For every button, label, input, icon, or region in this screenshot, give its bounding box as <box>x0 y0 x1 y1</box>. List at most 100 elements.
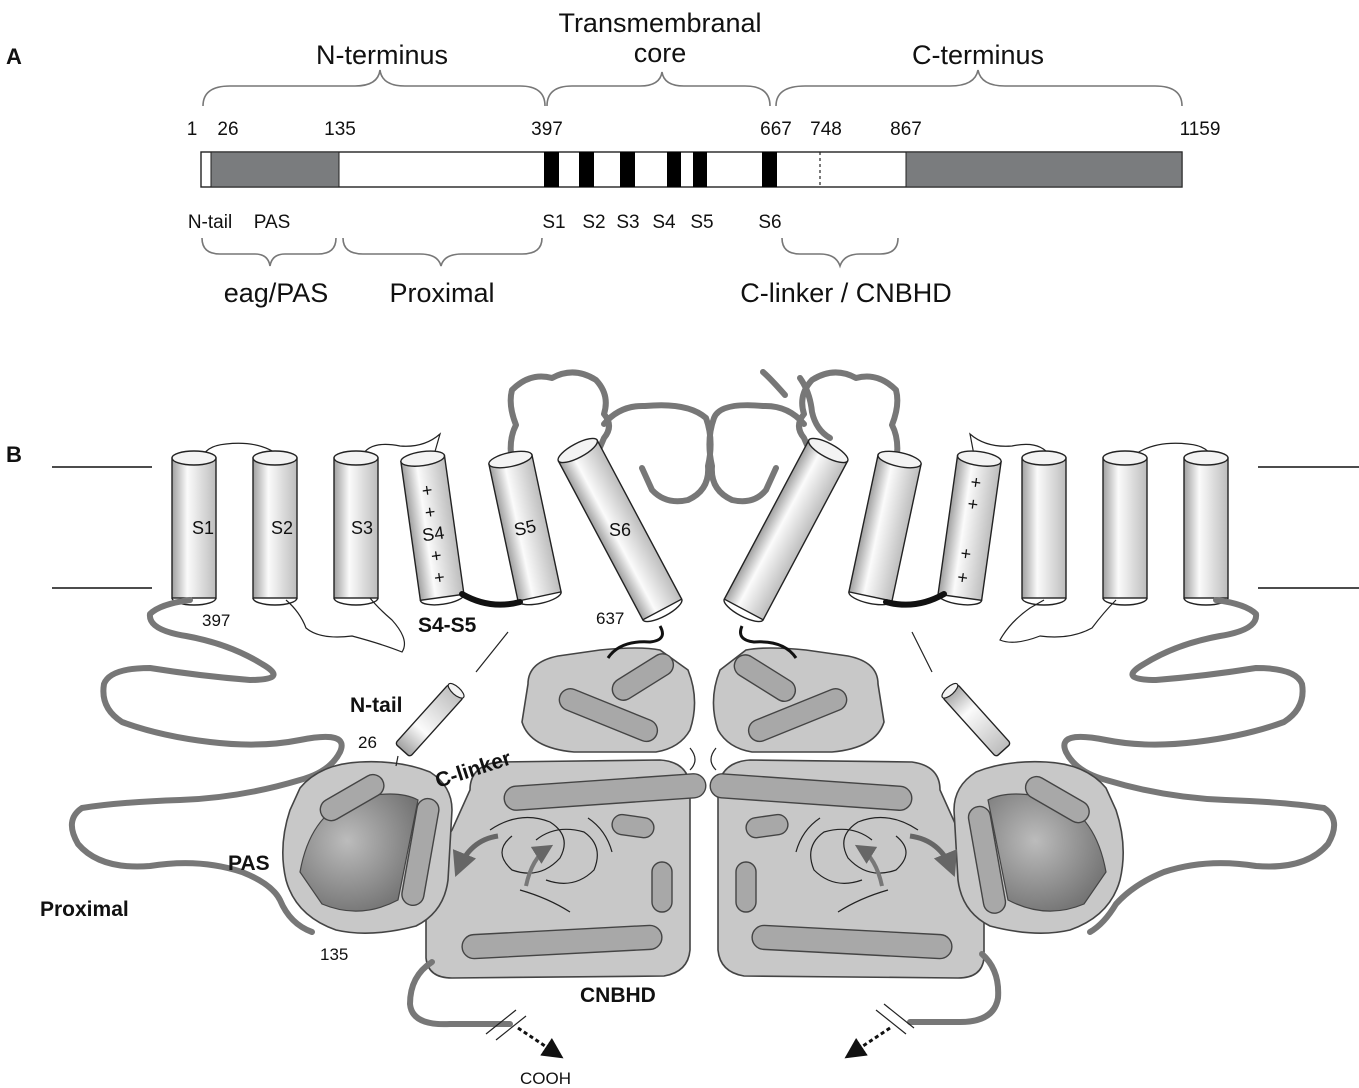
loop-s3-s4-right <box>969 432 1051 457</box>
n-tail-helix-right <box>941 682 1011 757</box>
s4-s5-label: S4-S5 <box>418 614 477 637</box>
cnbhd-small-arrow-right <box>854 844 884 887</box>
s3-label: S3 <box>351 518 373 538</box>
eag-pas-brace <box>201 237 337 267</box>
number-637: 637 <box>596 609 624 628</box>
helix-s1-left: S1 <box>171 450 217 606</box>
n-terminus-label: N-terminus <box>316 40 448 70</box>
c-terminal-domain-block <box>905 151 1183 188</box>
s1-segment-label: S1 <box>542 212 565 233</box>
charge-s4-left-3: + <box>430 545 443 566</box>
break-mark-left-2 <box>495 1015 527 1041</box>
charge-s4-left-4: + <box>433 567 446 588</box>
pas-sheet-left <box>299 793 419 912</box>
cooh-label: COOH <box>520 1069 571 1088</box>
beta-roll-left <box>489 816 613 913</box>
position-867: 867 <box>890 119 922 140</box>
s5-segment-label: S5 <box>690 212 713 233</box>
n-terminus-brace <box>202 69 546 107</box>
position-1159: 1159 <box>1180 119 1221 140</box>
s1-block <box>544 152 559 187</box>
cnbhd-helix-left-vertical <box>651 861 673 913</box>
pore-loop-right <box>706 369 901 505</box>
s5-loop-right <box>797 375 833 441</box>
proximal-domain-label: Proximal <box>389 278 494 308</box>
cnbhd-helix-right-small <box>745 813 789 839</box>
charge-s4-right-1: + <box>969 472 982 493</box>
clinker-helix-left-1 <box>611 653 675 701</box>
proximal-loop-right <box>1061 597 1337 935</box>
cnbhd-curved-arrow-right <box>909 833 958 877</box>
n-tail-helix-left <box>395 682 465 757</box>
cnbhd-small-arrow-left <box>524 844 554 887</box>
charge-s4-right-3: + <box>959 543 972 564</box>
position-26: 26 <box>217 119 238 140</box>
c-linker-cnbhd-brace <box>781 237 899 269</box>
panel-b-label: B <box>6 442 22 467</box>
s6-clinker-link-left <box>606 625 664 659</box>
s3-segment-label: S3 <box>616 212 639 233</box>
pas-domain-block <box>210 151 340 188</box>
n-tail-segment-label: N-tail <box>188 212 232 233</box>
c-linker-cnbhd-label: C-linker / CNBHD <box>740 278 952 308</box>
pas-label: PAS <box>228 852 270 875</box>
beta-roll-right <box>795 816 919 913</box>
s3-block <box>620 152 635 187</box>
helix-s2-right <box>1102 450 1148 606</box>
s1-label: S1 <box>192 518 214 538</box>
number-135: 135 <box>320 945 348 964</box>
loop-s2-s3-right <box>999 599 1117 643</box>
helix-s4-left: + + S4 + + <box>400 450 465 606</box>
charge-s4-left-1: + <box>421 480 434 501</box>
helix-s6-left: S6 <box>557 437 683 623</box>
n-tail-strand-left <box>475 631 509 673</box>
pas-sheet-right <box>987 793 1107 912</box>
pas-segment-label: PAS <box>254 212 291 233</box>
clinker-cnbhd-link-right <box>710 747 717 771</box>
s5-label: S5 <box>512 516 538 540</box>
cnbhd-label: CNBHD <box>580 984 656 1007</box>
charge-s4-right-2: + <box>966 494 979 515</box>
helix-s3-left: S3 <box>333 450 379 606</box>
loop-s2-s3-left <box>285 597 405 653</box>
s4-s5-linker-right <box>883 591 947 608</box>
position-397: 397 <box>531 119 563 140</box>
pas-helix-left-1 <box>319 773 385 822</box>
s4-block <box>667 152 681 187</box>
s4-label: S4 <box>421 522 446 545</box>
cnbhd-helix-left-small <box>611 813 655 839</box>
cooh-arrow-left <box>517 1026 564 1059</box>
cnbhd-helix-right-bottom <box>751 924 953 960</box>
s2-label: S2 <box>271 518 293 538</box>
helix-s2-left: S2 <box>252 450 298 606</box>
core-brace <box>546 71 771 107</box>
s6-clinker-link-right <box>739 625 798 659</box>
n-tail-link-left <box>395 755 399 767</box>
cnbhd-helix-left-bottom <box>461 924 663 960</box>
c-terminal-tail-right <box>907 951 1002 1025</box>
helix-s4-right: + + + + <box>937 450 1002 606</box>
position-1: 1 <box>187 119 198 140</box>
panel-a-label: A <box>6 44 22 69</box>
transmembranal-label: Transmembranal <box>558 8 761 38</box>
protein-bar <box>200 151 1183 188</box>
proximal-brace <box>342 237 543 267</box>
cnbhd-helix-right-top <box>709 773 913 811</box>
position-748: 748 <box>810 119 842 140</box>
break-mark-right-1 <box>875 1009 907 1035</box>
core-label: core <box>634 38 687 68</box>
clinker-cnbhd-link-left <box>689 747 696 771</box>
s4-segment-label: S4 <box>652 212 676 233</box>
clinker-helix-left-2 <box>558 688 659 743</box>
s6-block <box>762 152 777 187</box>
break-mark-left-1 <box>485 1009 517 1035</box>
s2-segment-label: S2 <box>582 212 605 233</box>
cnbhd-helix-right-vertical <box>735 861 757 913</box>
s2-block <box>579 152 594 187</box>
loop-s3-s4-left <box>361 432 442 457</box>
pas-helix-left-2 <box>401 797 440 906</box>
helix-s1-right <box>1183 450 1229 606</box>
number-26: 26 <box>358 733 377 752</box>
